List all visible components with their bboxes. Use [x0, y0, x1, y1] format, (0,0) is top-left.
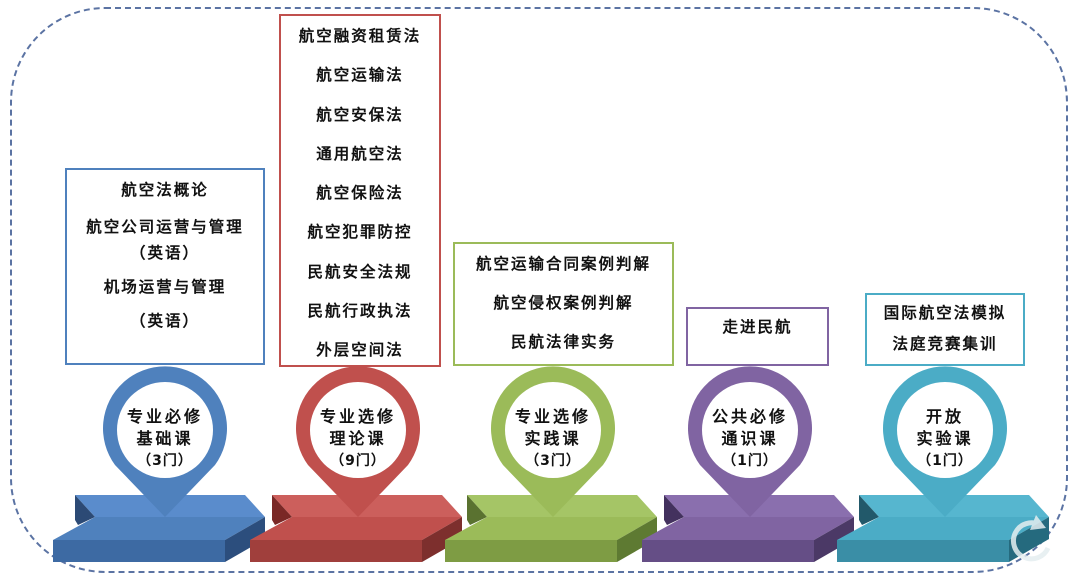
course-item: 民航法律实务: [510, 333, 616, 351]
course-item: 国际航空法模拟: [883, 304, 1007, 322]
arrow-step-5: [837, 495, 1049, 562]
pin-label-elective-practice: 专业选修 实践课 （3门）: [498, 406, 608, 472]
pin-marker-5: [883, 366, 1007, 517]
category-type: 通识课: [721, 429, 779, 448]
course-count: （3门）: [525, 453, 581, 469]
course-item: 航空运输合同案例判解: [475, 255, 651, 273]
course-item: 航空保险法: [316, 184, 404, 203]
curved-arrow-logo-icon: [1011, 515, 1051, 562]
pin-marker-2: [296, 366, 421, 517]
category-name: 专业选修: [319, 407, 396, 426]
course-item: 航空法概论: [121, 181, 209, 199]
pin-label-required-foundation: 专业必修 基础课 （3门）: [110, 406, 220, 472]
course-item: 航空融资租赁法: [298, 27, 422, 45]
course-item: 航空侵权案例判解: [493, 294, 634, 312]
course-count: （1门）: [722, 453, 778, 469]
course-item: 航空安保法: [316, 105, 404, 124]
pin-label-open-lab: 开放 实验课 （1门）: [890, 406, 1000, 472]
course-item: 民航行政执法: [307, 302, 413, 321]
course-item: 航空犯罪防控: [307, 223, 413, 242]
dashed-rounded-frame: [10, 7, 1068, 573]
category-type: 实验课: [916, 429, 974, 448]
pin-label-public-general: 公共必修 通识课 （1门）: [695, 406, 805, 472]
category-type: 理论课: [329, 429, 387, 448]
course-item: 民航安全法规: [307, 262, 413, 281]
course-item: 外层空间法: [316, 341, 404, 360]
course-item: 航空运输法: [316, 66, 404, 85]
category-name: 公共必修: [711, 407, 788, 426]
course-item: 法庭竞赛集训: [892, 335, 998, 353]
course-item-note: （英语）: [129, 312, 200, 330]
pin-label-elective-theory: 专业选修 理论课 （9门）: [303, 406, 413, 472]
category-name: 开放: [925, 407, 964, 426]
course-item: 航空公司运营与管理: [86, 218, 244, 236]
pin-marker-4: [688, 366, 812, 517]
course-count: （3门）: [137, 453, 193, 469]
arrow-step-4: [642, 495, 854, 562]
course-box-public-general: 走进民航: [686, 307, 829, 366]
course-box-elective-theory: 航空融资租赁法 航空运输法 航空安保法 通用航空法 航空保险法 航空犯罪防控 民…: [279, 14, 441, 367]
course-box-elective-practice: 航空运输合同案例判解 航空侵权案例判解 民航法律实务: [453, 242, 674, 366]
category-name: 专业必修: [126, 407, 203, 426]
course-item: 机场运营与管理: [103, 278, 227, 296]
category-type: 基础课: [136, 429, 194, 448]
course-item: 走进民航: [722, 318, 793, 336]
course-box-open-lab: 国际航空法模拟 法庭竞赛集训: [865, 293, 1025, 366]
category-name: 专业选修: [514, 407, 591, 426]
course-count: （9门）: [330, 453, 386, 469]
course-item-note: （英语）: [129, 244, 200, 262]
course-item: 通用航空法: [316, 144, 404, 163]
pin-marker-1: [103, 366, 227, 517]
pin-marker-3: [490, 366, 615, 517]
course-box-required-foundation: 航空法概论 航空公司运营与管理 （英语） 机场运营与管理 （英语）: [65, 168, 265, 365]
category-type: 实践课: [524, 429, 582, 448]
course-count: （1门）: [917, 453, 973, 469]
